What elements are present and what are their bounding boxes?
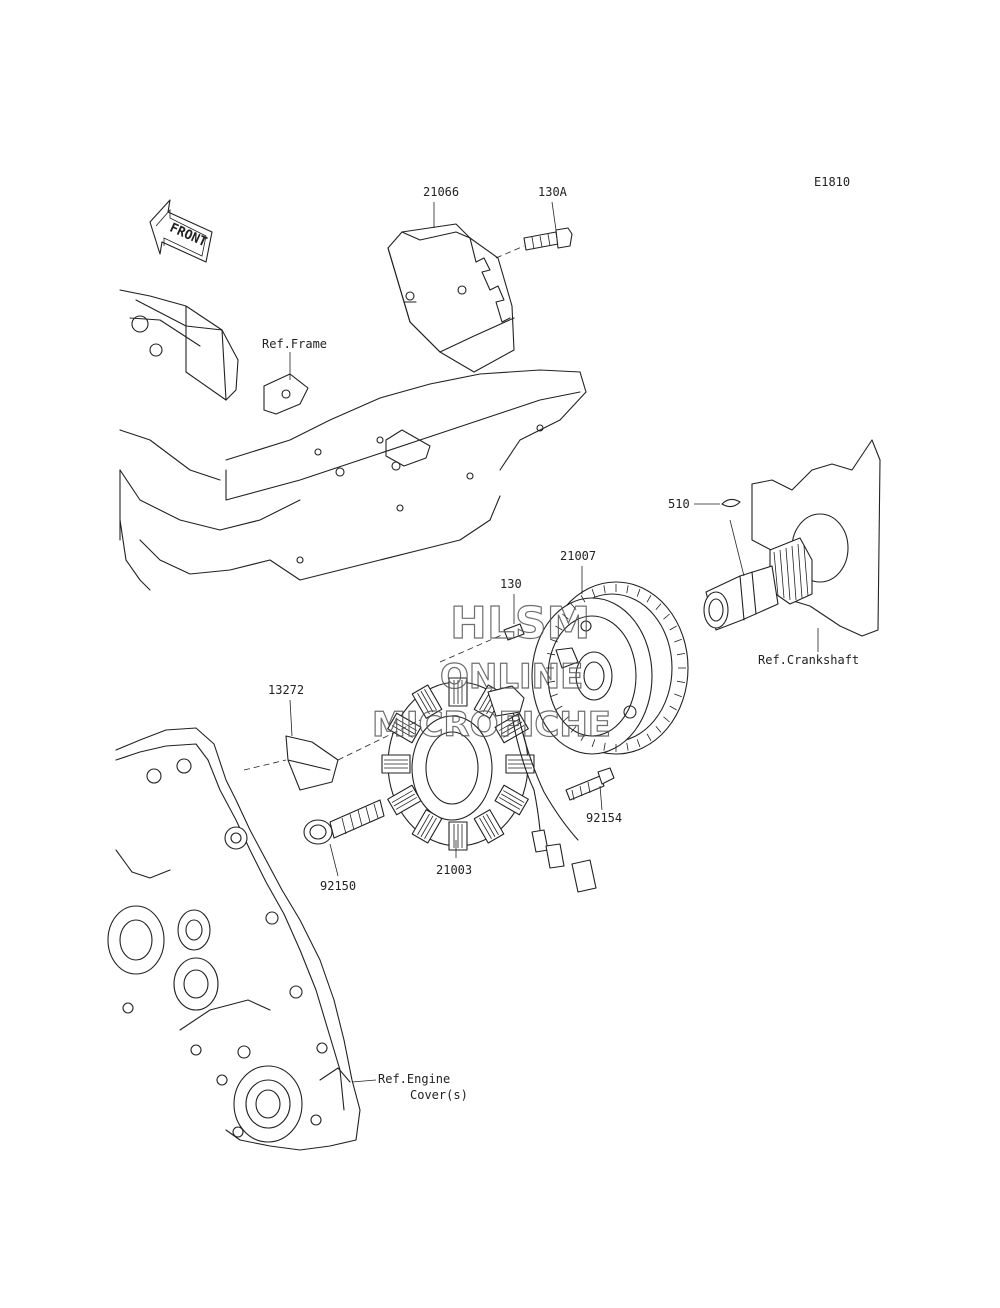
watermark-line2: ONLINE [440,657,583,697]
bolt-130a [495,227,573,259]
engine-cover [107,727,361,1151]
watermark: HLSM ONLINE MICROFICHE [371,597,611,745]
bolt-92154 [565,767,615,801]
front-arrow-icon: FRONT [149,199,213,263]
label-ref-engine-cover-1: Ref.Engine [378,1072,450,1086]
label-ref-frame: Ref.Frame [262,337,327,351]
watermark-line3: MICROFICHE [372,705,611,745]
plate-bracket [243,719,421,791]
diagram-code: E1810 [814,175,850,189]
label-regulator: 21066 [423,185,459,199]
frame [119,289,587,591]
label-stator: 21003 [436,863,472,877]
label-flywheel-bolt: 92154 [586,811,622,825]
label-ref-engine-cover-2: Cover(s) [410,1088,468,1102]
bolt-130 [439,623,525,663]
flywheel-rotor [531,581,689,755]
label-stator-bolt: 92150 [320,879,356,893]
label-ref-crankshaft: Ref.Crankshaft [758,653,859,667]
label-stator-bolt-small: 130 [500,577,522,591]
regulator-rectifier [387,223,515,373]
label-key: 510 [668,497,690,511]
label-plate: 13272 [268,683,304,697]
watermark-line1: HLSM [450,598,590,649]
label-regulator-bolt: 130A [538,185,568,199]
stator [381,647,597,893]
crankshaft [703,439,881,637]
bolt-92150 [303,799,385,845]
label-flywheel: 21007 [560,549,596,563]
